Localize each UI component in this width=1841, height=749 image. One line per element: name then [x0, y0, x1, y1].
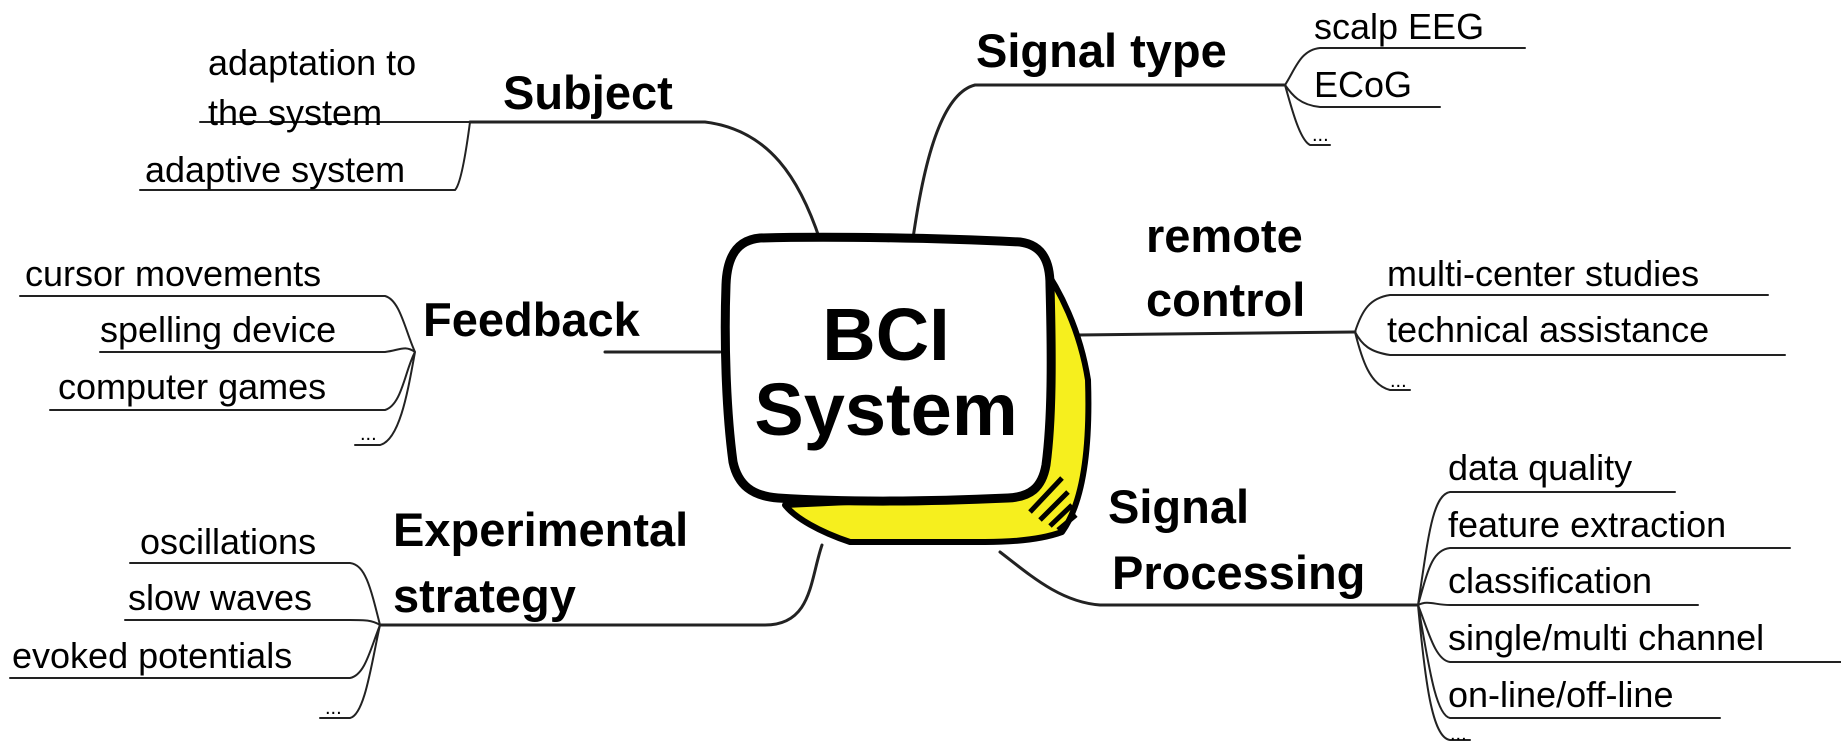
- experimental-leaf-lines: [9, 562, 381, 719]
- subject-item-3: adaptive system: [145, 149, 406, 190]
- remote-item-1: multi-center studies: [1387, 253, 1700, 294]
- experimental-item-3: evoked potentials: [12, 635, 293, 676]
- feedback-item-2: spelling device: [100, 309, 337, 350]
- branch-signal-type-label: Signal type: [976, 24, 1227, 77]
- processing-leaf-lines: [1417, 491, 1841, 741]
- branch-remote-label-line1: remote: [1146, 209, 1303, 262]
- processing-item-2: feature extraction: [1448, 504, 1727, 545]
- center-box-face: [720, 232, 1056, 506]
- branch-feedback-label: Feedback: [423, 293, 640, 346]
- feedback-item-1: cursor movements: [25, 253, 322, 294]
- feedback-item-3: computer games: [58, 366, 327, 407]
- branch-experimental-label-line2: strategy: [393, 569, 576, 622]
- branch-subject-label: Subject: [503, 66, 673, 119]
- center-label: BCI System: [736, 297, 1036, 448]
- signal-type-item-more: ...: [1312, 124, 1329, 146]
- center-label-line2: System: [754, 368, 1018, 452]
- remote-item-more: ...: [1390, 370, 1407, 392]
- processing-connector: [998, 550, 1420, 607]
- branch-processing-label-line1: Signal: [1108, 480, 1250, 533]
- signal-type-connector: [910, 83, 1287, 247]
- signal-type-leaf-lines: [1284, 47, 1526, 146]
- branch-experimental-label-line1: Experimental: [393, 503, 689, 556]
- branch-processing-label-line2: Processing: [1112, 546, 1366, 599]
- processing-item-3: classification: [1448, 560, 1653, 601]
- subject-item-1: adaptation to: [208, 42, 417, 83]
- processing-item-1: data quality: [1448, 447, 1633, 488]
- feedback-item-more: ...: [360, 423, 377, 445]
- experimental-connector: [378, 543, 824, 627]
- experimental-item-2: slow waves: [128, 577, 313, 618]
- subject-leaf-lines: [139, 121, 471, 191]
- subject-connector: [468, 120, 822, 242]
- feedback-leaf-lines: [19, 295, 416, 446]
- processing-item-4: single/multi channel: [1448, 617, 1765, 658]
- center-label-line1: BCI: [822, 293, 950, 376]
- processing-item-5: on-line/off-line: [1448, 674, 1674, 715]
- center-box-corner-hatching: [1028, 476, 1078, 532]
- processing-item-more: ...: [1450, 723, 1467, 745]
- subject-item-2: the system: [208, 92, 383, 133]
- experimental-item-more: ...: [325, 697, 342, 719]
- remote-connector: [1076, 330, 1357, 337]
- remote-leaf-lines: [1354, 294, 1786, 391]
- remote-item-2: technical assistance: [1387, 309, 1710, 350]
- center-box: [720, 232, 1092, 545]
- branch-remote-label-line2: control: [1146, 273, 1306, 326]
- signal-type-item-1: scalp EEG: [1314, 6, 1485, 47]
- experimental-item-1: oscillations: [140, 521, 317, 562]
- signal-type-item-2: ECoG: [1314, 64, 1413, 105]
